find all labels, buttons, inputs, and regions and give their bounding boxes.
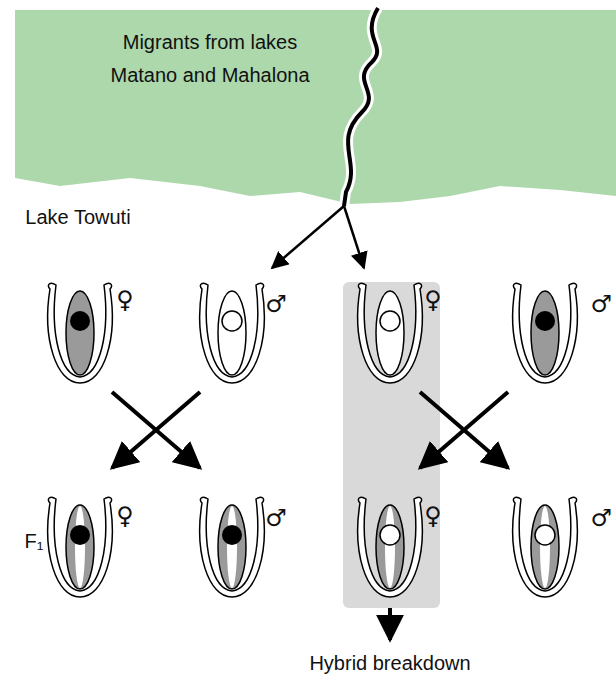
outcome-label: Hybrid breakdown (309, 652, 470, 675)
sex-symbol: ♂ (590, 504, 612, 532)
sex-symbol: ♀ (424, 502, 442, 530)
generation-label: F₁ (25, 530, 44, 553)
region-label: Migrants from lakes Matano and Mahalona (95, 26, 325, 92)
sex-symbol: ♀ (116, 286, 134, 314)
sex-symbol: ♀ (424, 286, 442, 314)
sex-symbol: ♂ (590, 290, 612, 318)
sex-symbol: ♂ (265, 504, 287, 532)
source-region: Migrants from lakes Matano and Mahalona (95, 26, 325, 92)
sex-symbol: ♂ (265, 290, 287, 318)
sex-symbol: ♀ (116, 502, 134, 530)
place-label: Lake Towuti (25, 206, 130, 229)
